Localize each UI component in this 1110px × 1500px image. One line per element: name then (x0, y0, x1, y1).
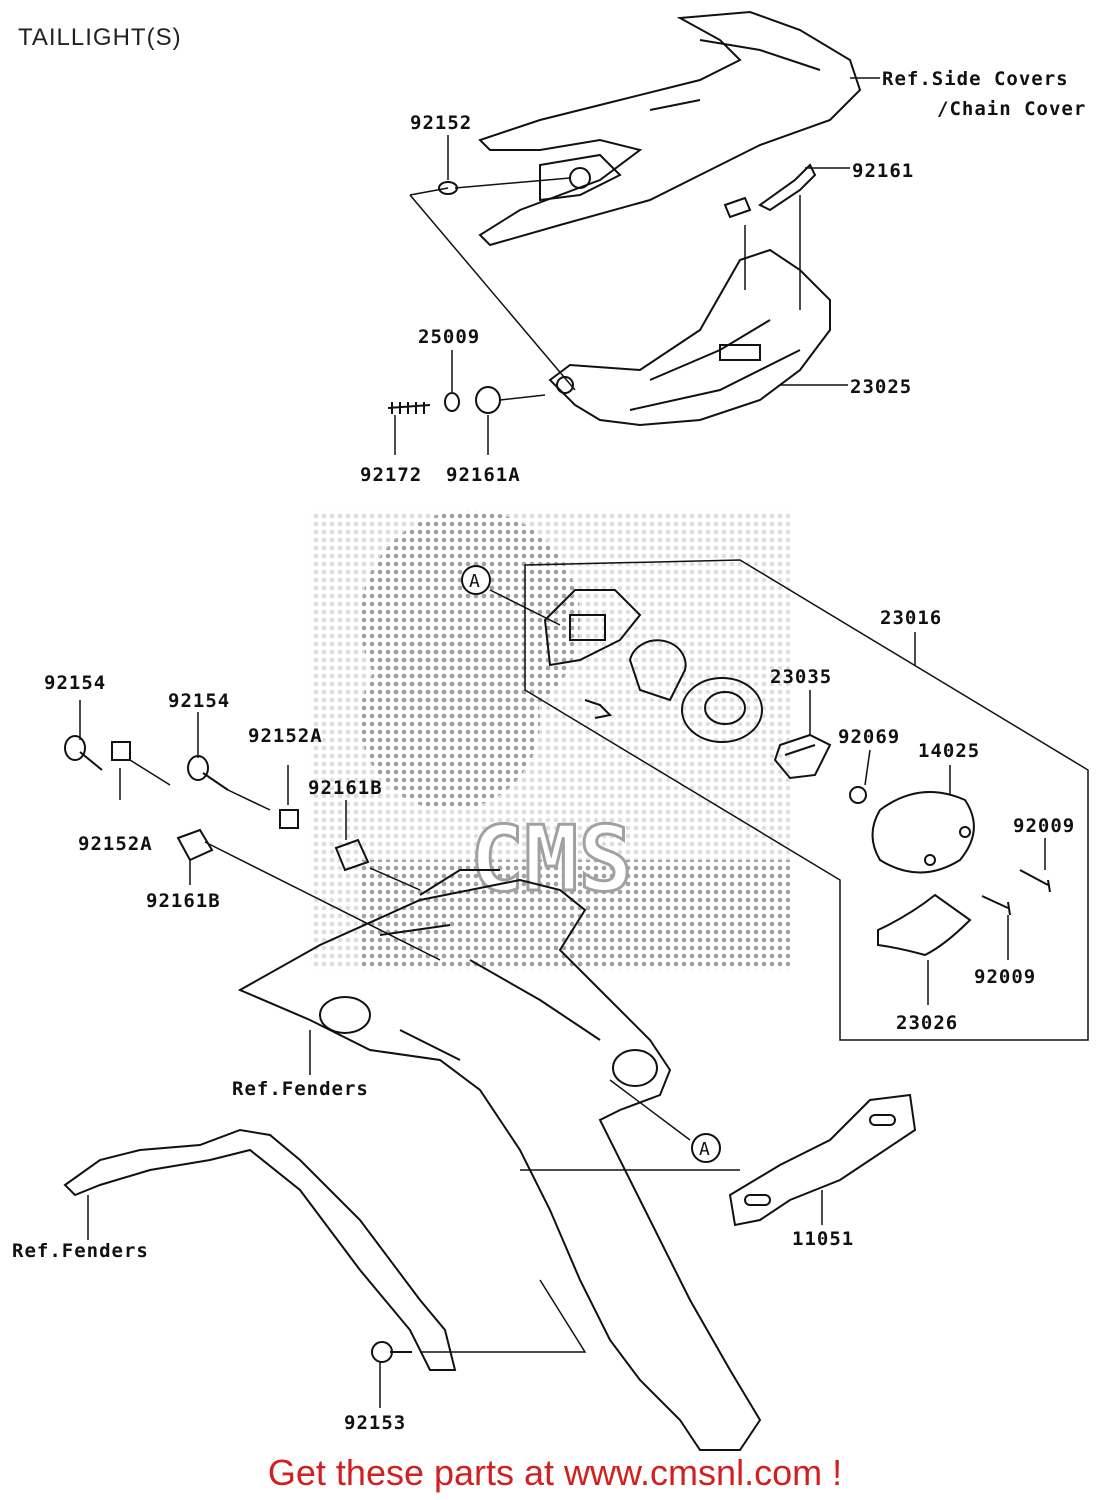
part-label-92161B-lower: 92161B (146, 890, 221, 912)
part-label-14025: 14025 (918, 740, 981, 762)
taillight-housing-part (548, 248, 831, 427)
ref-fenders-label-upper: Ref.Fenders (232, 1078, 369, 1100)
part-label-11051: 11051 (792, 1228, 855, 1250)
part-label-92161: 92161 (852, 160, 915, 182)
license-bracket-11051-part (728, 1093, 917, 1227)
part-label-25009: 25009 (418, 326, 481, 348)
socket-parts (543, 589, 763, 743)
ref-fenders-label-lower: Ref.Fenders (12, 1240, 149, 1262)
page-title: TAILLIGHT(S) (18, 24, 182, 51)
assembly-23016-outline (524, 559, 1089, 1041)
part-label-92154-left: 92154 (44, 672, 107, 694)
callout-a-top: A (469, 571, 480, 592)
side-cover-part (478, 10, 862, 247)
upper-fasteners (387, 181, 501, 414)
callout-a-bottom: A (699, 1139, 710, 1160)
part-label-23035: 23035 (770, 666, 833, 688)
part-label-92153: 92153 (344, 1412, 407, 1434)
part-label-92172: 92172 (360, 464, 423, 486)
part-label-92152A-lower: 92152A (78, 833, 153, 855)
part-label-92009-upper: 92009 (1013, 815, 1076, 837)
ref-chain-cover-label: /Chain Cover (937, 98, 1087, 120)
ref-side-covers-label: Ref.Side Covers (882, 68, 1069, 90)
lens-14025-part (849, 786, 975, 874)
part-label-23016: 23016 (880, 607, 943, 629)
callout-a-markers: A A (461, 565, 721, 1163)
part-label-92154-right: 92154 (168, 690, 231, 712)
part-label-92161B-upper: 92161B (308, 777, 383, 799)
watermark-logo: CMS (310, 510, 790, 970)
bolt-92153-part (371, 1341, 412, 1363)
part-label-92009-lower: 92009 (974, 966, 1037, 988)
screws-92009 (981, 869, 1051, 916)
part-label-92161A: 92161A (446, 464, 521, 486)
part-label-92069: 92069 (838, 726, 901, 748)
lower-leader-lines (79, 589, 1046, 1408)
fender-stay-part (63, 1128, 457, 1371)
fender-bracket-part (237, 869, 762, 1451)
part-label-23025: 23025 (850, 376, 913, 398)
footer-promo-text: Get these parts at www.cmsnl.com ! (267, 1452, 843, 1493)
grommet-92161-part (723, 163, 817, 219)
part-label-92152: 92152 (410, 112, 473, 134)
upper-leader-lines (394, 77, 880, 455)
part-label-92152A-upper: 92152A (248, 725, 323, 747)
watermark-text: CMS (470, 807, 633, 912)
part-label-23026: 23026 (896, 1012, 959, 1034)
cover-23026-part (877, 893, 972, 957)
left-fasteners (64, 735, 370, 872)
